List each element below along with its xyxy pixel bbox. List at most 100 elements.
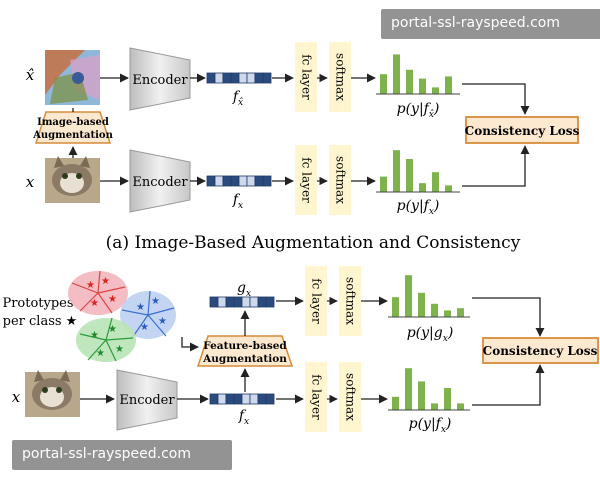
fc-layer-block-b-top: fc layer bbox=[305, 266, 327, 336]
distribution-bar bbox=[418, 381, 425, 410]
feature-f-label: fx bbox=[238, 408, 249, 427]
distribution-a-top bbox=[380, 54, 452, 94]
feature-cell bbox=[214, 72, 224, 84]
fc-layer-label-a-bottom: fc layer bbox=[300, 157, 314, 203]
encoder-label-top: Encoder bbox=[132, 73, 188, 88]
distribution-b-bottom bbox=[392, 368, 464, 410]
watermark-bottom: portal-ssl-rayspeed.com bbox=[12, 440, 232, 470]
softmax-block-b-bottom: softmax bbox=[339, 362, 361, 432]
augmented-image-thumbnail bbox=[45, 50, 100, 105]
softmax-label-b-top: softmax bbox=[344, 277, 358, 325]
feature-cell bbox=[246, 72, 256, 84]
svg-text:★: ★ bbox=[140, 322, 149, 333]
svg-text:★: ★ bbox=[151, 296, 160, 307]
feature-cell bbox=[262, 175, 272, 187]
distribution-bar bbox=[431, 403, 438, 410]
distribution-bar bbox=[406, 69, 413, 94]
feature-cell bbox=[246, 175, 256, 187]
svg-text:★: ★ bbox=[90, 298, 99, 309]
distribution-bar bbox=[419, 183, 426, 192]
feature-cell bbox=[233, 296, 243, 308]
feature-cell bbox=[254, 72, 264, 84]
prob-label-b-bottom: p(y|fx) bbox=[409, 416, 452, 435]
svg-text:★: ★ bbox=[86, 280, 95, 291]
distribution-bar bbox=[419, 78, 426, 94]
feature-cell bbox=[214, 175, 224, 187]
feature-cell bbox=[254, 175, 264, 187]
svg-text:★: ★ bbox=[136, 302, 145, 313]
distribution-bar bbox=[392, 396, 399, 410]
prototype-cluster-blue: ★ ★ ★ ★ bbox=[120, 290, 176, 339]
consistency-loss-b: Consistency Loss bbox=[482, 337, 599, 364]
distribution-bar bbox=[393, 54, 400, 94]
feature-cell bbox=[262, 72, 272, 84]
distribution-bar bbox=[457, 308, 464, 317]
feature-cell bbox=[206, 72, 216, 84]
svg-text:★: ★ bbox=[158, 316, 167, 327]
softmax-label-a-top: softmax bbox=[334, 53, 348, 101]
feature-cell bbox=[206, 175, 216, 187]
image-aug-label-1: Image-based bbox=[37, 117, 109, 128]
encoder-label-bottom: Encoder bbox=[132, 175, 188, 190]
encoder-block-b: Encoder bbox=[116, 369, 178, 431]
distribution-bar bbox=[393, 150, 400, 192]
feature-cell bbox=[233, 393, 243, 405]
image-based-augmentation-block: Image-based Augmentation bbox=[32, 111, 114, 144]
distribution-bar bbox=[445, 76, 452, 94]
prototypes-label-1: Prototypes bbox=[2, 296, 73, 311]
feature-cell bbox=[257, 393, 267, 405]
feature-cell bbox=[209, 393, 219, 405]
feature-cell bbox=[249, 393, 259, 405]
svg-text:★: ★ bbox=[101, 276, 110, 287]
feature-cell bbox=[225, 296, 235, 308]
feature-cell bbox=[222, 175, 232, 187]
feature-g-label: gx bbox=[237, 280, 251, 299]
distribution-b-top bbox=[392, 275, 464, 317]
fc-layer-label-a-top: fc layer bbox=[300, 54, 314, 100]
softmax-block-b-top: softmax bbox=[339, 266, 361, 336]
feature-aug-label-2: Augmentation bbox=[202, 353, 287, 365]
distribution-bar bbox=[380, 176, 387, 192]
prob-label-a-top: p(y|fx̂) bbox=[397, 101, 440, 120]
svg-text:★: ★ bbox=[108, 294, 117, 305]
feature-cell bbox=[222, 72, 232, 84]
softmax-label-b-bottom: softmax bbox=[344, 373, 358, 421]
distribution-bar bbox=[380, 74, 387, 94]
fc-layer-label-b-bottom: fc layer bbox=[310, 374, 324, 420]
prob-label-b-top: p(y|gx) bbox=[407, 325, 454, 344]
distribution-bar bbox=[432, 87, 439, 94]
distribution-bar bbox=[418, 292, 425, 317]
feature-top-label: fx̂ bbox=[232, 89, 243, 108]
svg-text:★: ★ bbox=[108, 324, 117, 335]
feature-vector-g bbox=[209, 296, 275, 308]
distribution-bar bbox=[432, 172, 439, 192]
feature-cell bbox=[209, 296, 219, 308]
feature-cell bbox=[241, 393, 251, 405]
feature-cell bbox=[217, 296, 227, 308]
prototype-cluster-red: ★ ★ ★ ★ bbox=[68, 270, 128, 315]
prototype-cluster-green: ★ ★ ★ ★ bbox=[76, 317, 136, 362]
feature-cell bbox=[230, 72, 240, 84]
prototypes-label-2: per class ★ bbox=[3, 314, 78, 329]
caption-a: (a) Image-Based Augmentation and Consist… bbox=[106, 233, 521, 253]
feature-cell bbox=[257, 296, 267, 308]
svg-text:★: ★ bbox=[115, 344, 124, 355]
distribution-bar bbox=[444, 388, 451, 410]
feature-vector-f bbox=[209, 393, 275, 405]
distribution-bar bbox=[445, 185, 452, 192]
softmax-block-a-bottom: softmax bbox=[329, 145, 351, 215]
feature-cell bbox=[249, 296, 259, 308]
feature-aug-label-1: Feature-based bbox=[203, 340, 287, 352]
distribution-bar bbox=[431, 303, 438, 317]
xhat-label: x̂ bbox=[26, 66, 35, 84]
softmax-label-a-bottom: softmax bbox=[334, 156, 348, 204]
distribution-bar bbox=[405, 368, 412, 410]
distribution-a-bottom bbox=[380, 150, 452, 192]
feature-cell bbox=[238, 175, 248, 187]
distribution-bar bbox=[392, 297, 399, 317]
fc-layer-block-b-bottom: fc layer bbox=[305, 362, 327, 432]
x-label-b: x bbox=[12, 388, 21, 406]
image-aug-label-2: Augmentation bbox=[32, 130, 113, 141]
feature-cell bbox=[217, 393, 227, 405]
